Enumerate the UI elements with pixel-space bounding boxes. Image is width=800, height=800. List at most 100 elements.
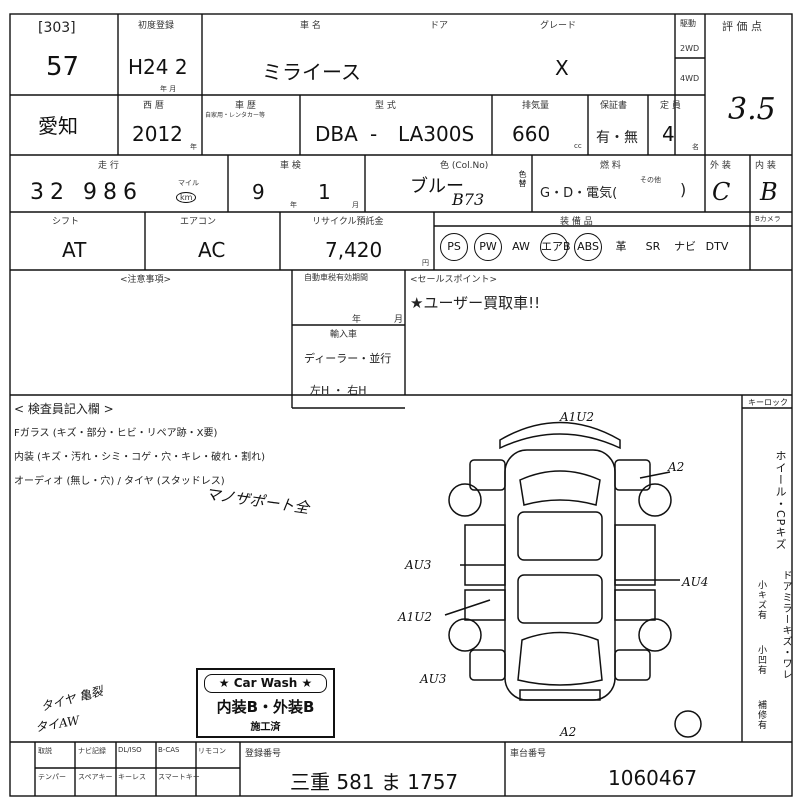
seats-value: 4 (662, 122, 675, 146)
lot-code: [303] (38, 20, 76, 36)
bottom-item-1: 取説 (38, 747, 52, 755)
key-label: キーロック (748, 398, 788, 407)
shaken-month: 1 (318, 180, 331, 204)
equip-label: 装 備 品 (560, 217, 593, 227)
mileage-unit: マイル (178, 179, 199, 187)
bottom-item-5: リモコン (198, 747, 226, 755)
grade-label: グレード (540, 21, 577, 31)
color-value: ブルー (410, 176, 464, 197)
bottom-item-8: キーレス (118, 773, 146, 781)
mark-7: A2 (560, 725, 577, 739)
inspect-label: 保証書 (600, 101, 628, 111)
sales-label: <セールスポイント> (410, 275, 498, 285)
int-grade: B (760, 178, 778, 206)
mark-5: A1U2 (398, 610, 433, 624)
inspect-value: 有・無 (596, 130, 638, 146)
bottom-item-7: スペアキー (78, 773, 113, 781)
carwash-sub: 施工済 (250, 722, 281, 733)
bottom-item-3: DL/ISO (118, 746, 142, 754)
year-label: 西 暦 (143, 101, 164, 111)
cc-unit: cc (574, 142, 582, 150)
equipment-item-ナビ: ナビ (674, 240, 696, 253)
color-label: 色 (Col.No) (440, 161, 489, 171)
drive-4wd: 4WD (680, 74, 700, 83)
equipment-item-pw: PW (474, 233, 502, 261)
year-value: 2012 (132, 122, 183, 146)
mark-1: A1U2 (560, 410, 595, 424)
name-label: 車 名 (300, 21, 321, 31)
model-dash: - (370, 122, 378, 146)
drive-2wd: 2WD (680, 44, 700, 53)
seats-label: 定 員 (660, 101, 681, 111)
cc-value: 660 (512, 122, 551, 146)
shaken-year: 9 (252, 180, 265, 204)
score-label: 評 価 点 (722, 20, 762, 33)
recycle-value: 7,420 (325, 238, 383, 262)
mark-6: AU3 (420, 672, 447, 686)
inspect-line-1: Fガラス (キズ・部分・ヒビ・リペア跡・X要) (14, 428, 218, 439)
validity-month: 月 (394, 315, 404, 325)
year-unit: 年 (190, 143, 197, 151)
fuel-other: その他 (640, 176, 661, 184)
int-label: 内 装 (755, 161, 776, 171)
bottom-item-4: B-CAS (158, 746, 180, 754)
import-dealer: ディーラー・並行 (304, 352, 392, 365)
repaint-label: 色替 (518, 170, 527, 188)
model-code: LA300S (398, 122, 475, 146)
reg-value: H24 2 (128, 55, 188, 79)
side-text-4: 小凹有 (756, 645, 766, 675)
km-label: km (176, 192, 197, 203)
inspect-line-2: 内装 (キズ・汚れ・シミ・コゲ・穴・キレ・破れ・割れ) (14, 452, 265, 463)
chassis-value: 1060467 (608, 766, 698, 790)
validity-label: 自動車税有効期間 (304, 273, 368, 282)
carwash-title: ★ Car Wash ★ (204, 674, 327, 693)
cert-label: 車 歴 (235, 101, 256, 111)
equipment-item-aw: AW (512, 240, 530, 253)
ext-label: 外 装 (710, 161, 731, 171)
sales-point: ★ユーザー買取車!! (410, 294, 541, 312)
recycle-unit: 円 (422, 259, 429, 267)
grade-value: X (555, 56, 569, 80)
ac-label: エアコン (180, 217, 217, 227)
car-name: ミライース (262, 60, 361, 84)
reg-label: 初度登録 (138, 21, 175, 31)
side-text-5: 補修有 (756, 700, 766, 730)
shaken-month-unit: 月 (352, 201, 359, 209)
import-lr: 左H ・ 右H (310, 384, 367, 397)
mark-2: A2 (668, 460, 685, 474)
inspect-line-3: オーディオ (無し・穴) / タイヤ (スタッドレス) (14, 476, 225, 487)
validity-year: 年 (352, 315, 362, 325)
equipment-item-革: 革 (615, 240, 627, 253)
plate-label: 登録番号 (245, 749, 282, 759)
ext-grade: C (712, 178, 731, 206)
equipment-item-ps: PS (440, 233, 468, 261)
shift-label: シフト (52, 217, 80, 227)
bottom-item-6: テンパー (38, 773, 66, 781)
chassis-label: 車台番号 (510, 749, 547, 759)
recycle-label: リサイクル預託金 (312, 217, 384, 227)
side-text-3: 小キズ有 (756, 580, 766, 620)
lot-number: 57 (46, 52, 80, 82)
color-code: B73 (452, 190, 485, 209)
option-label: Bカメラ (755, 215, 781, 223)
model-label: 型 式 (375, 101, 396, 111)
fuel-label: 燃 料 (600, 161, 621, 171)
equipment-item-abs: ABS (574, 233, 602, 261)
mileage-label: 走 行 (98, 161, 119, 171)
fuel-close: ) (680, 180, 687, 199)
mileage-value: 32 986 (30, 180, 143, 205)
reg-sub: 年 月 (160, 85, 177, 93)
seats-unit: 名 (692, 143, 699, 151)
bottom-item-9: スマートキー (158, 773, 200, 781)
cert-sub: 自家用・レンタカー等 (205, 112, 266, 119)
region: 愛知 (38, 114, 78, 138)
shaken-label: 車 検 (280, 161, 301, 171)
import-label: 輸入車 (330, 330, 358, 340)
side-text-2: ドアミラーキズ・ワレ (780, 570, 791, 680)
drive-label: 駆動 (680, 19, 696, 28)
carwash-main: 内装B・外装B (216, 698, 315, 716)
notes-label: <注意事項> (120, 275, 172, 285)
